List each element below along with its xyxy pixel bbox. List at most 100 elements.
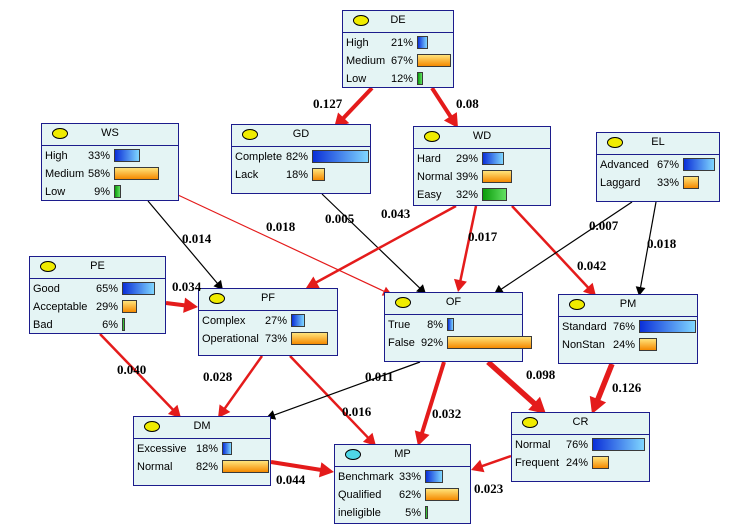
node-oval-icon [52, 128, 68, 139]
state-probability-bar [425, 506, 428, 519]
state-probability-bar [312, 150, 369, 163]
arrowhead-icon [453, 278, 467, 292]
state-row: Standard 76% [559, 318, 697, 336]
state-label: Qualified [338, 489, 382, 501]
node-title: CR [572, 416, 589, 428]
state-probability-bar [291, 332, 328, 345]
arrowhead-icon [306, 276, 320, 289]
state-percent: 82% [285, 151, 308, 163]
state-probability-bar [447, 336, 532, 349]
edge-weight-label: 0.018 [647, 236, 677, 251]
state-row: ineligible 5% [335, 504, 470, 522]
state-percent: 67% [390, 55, 413, 67]
edge-weight-label: 0.018 [266, 219, 296, 234]
state-probability-bar [425, 488, 459, 501]
arrowhead-icon [218, 404, 231, 418]
edge-weight-label: 0.023 [474, 481, 504, 496]
edge-weight-label: 0.011 [365, 369, 394, 384]
edge-of-mp [419, 361, 446, 436]
state-label: Lack [235, 169, 259, 181]
edge-weight-label: 0.007 [589, 218, 619, 233]
state-label: Bad [33, 319, 53, 331]
state-label: Normal [515, 439, 551, 451]
state-label: Medium [45, 168, 85, 180]
node-title: OF [445, 296, 462, 308]
state-label: Standard [562, 321, 607, 333]
state-label: Acceptable [33, 301, 88, 313]
state-probability-bar [482, 152, 504, 165]
arrowhead-icon [414, 430, 430, 446]
node-title: DM [193, 420, 211, 432]
state-percent: 9% [94, 186, 110, 198]
state-label: High [45, 150, 68, 162]
state-percent: 24% [612, 339, 635, 351]
state-percent: 6% [102, 319, 118, 331]
state-percent: 76% [612, 321, 635, 333]
edge-pe-dm [99, 333, 176, 412]
edge-weight-label: 0.017 [468, 229, 498, 244]
state-percent: 58% [87, 168, 110, 180]
edge-weight-label: 0.014 [182, 231, 212, 246]
node-oval-icon [353, 15, 369, 26]
state-label: NonStan [562, 339, 605, 351]
edge-pe-pf [165, 301, 188, 308]
state-label: High [346, 37, 369, 49]
state-label: Low [45, 186, 66, 198]
state-percent: 18% [195, 443, 218, 455]
state-probability-bar [122, 282, 155, 295]
edge-of-cr [486, 359, 539, 408]
arrowhead-icon [635, 286, 646, 296]
state-probability-bar [114, 149, 140, 162]
state-label: Medium [346, 55, 386, 67]
state-probability-bar [683, 176, 699, 189]
arrowhead-icon [183, 297, 198, 313]
node-oval-icon [345, 449, 361, 460]
arrowhead-icon [589, 395, 607, 414]
state-label: Excessive [137, 443, 187, 455]
state-probability-bar [482, 170, 512, 183]
state-label: Good [33, 283, 60, 295]
node-title: WD [472, 130, 492, 142]
node-title: GD [292, 128, 310, 140]
state-label: False [388, 337, 415, 349]
state-percent: 29% [455, 153, 478, 165]
node-title: PF [260, 292, 276, 304]
state-percent: 12% [390, 73, 413, 85]
node-title: MP [394, 448, 411, 460]
node-oval-icon [40, 261, 56, 272]
edge-dm-mp [270, 460, 324, 473]
edge-wd-pf [313, 204, 457, 285]
state-label: Normal [137, 461, 173, 473]
state-percent: 76% [565, 439, 588, 451]
state-label: ineligible [338, 507, 381, 519]
arrowhead-icon [362, 432, 376, 446]
edge-weight-label: 0.028 [203, 369, 233, 384]
arrowhead-icon [471, 459, 485, 473]
state-percent: 73% [264, 333, 287, 345]
edge-de-wd [430, 86, 454, 120]
node-title: DE [390, 14, 406, 26]
state-probability-bar [417, 54, 451, 67]
state-percent: 5% [405, 507, 421, 519]
